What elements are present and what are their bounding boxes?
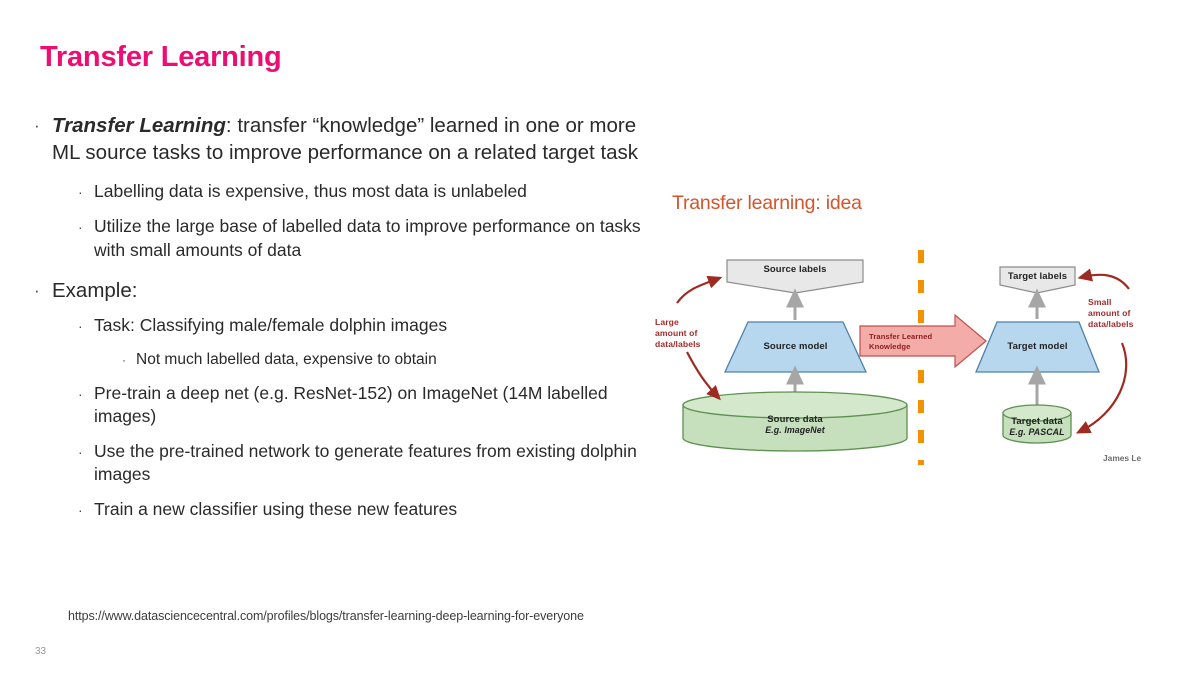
target-labels-box — [999, 266, 1076, 294]
small-data-note-line2: amount of — [1088, 308, 1131, 318]
bullet-glyph: · — [78, 219, 83, 235]
diagram-credit: James Le — [1103, 453, 1142, 463]
transfer-knowledge-label: Transfer Learned Knowledge — [869, 332, 954, 352]
transfer-knowledge-line2: Knowledge — [869, 342, 911, 351]
bullet-glyph: · — [78, 317, 83, 334]
diagram-graphics — [676, 250, 1130, 465]
bullet-glyph: · — [78, 385, 83, 402]
small-data-note-line3: data/labels — [1088, 319, 1134, 329]
small-data-note: Small amount of data/labels — [1088, 297, 1158, 330]
source-model-box — [723, 321, 868, 373]
target-small-data-arrows — [1075, 268, 1130, 434]
transfer-knowledge-line1: Transfer Learned — [869, 332, 933, 341]
page-title: Transfer Learning — [40, 41, 282, 73]
list-item: · Example: — [34, 278, 659, 305]
bullet-glyph: · — [34, 281, 40, 300]
list-item-lead: Transfer Learning — [52, 114, 226, 137]
list-item-text: Task: Classifying male/female dolphin im… — [94, 314, 448, 335]
bullet-glyph: · — [122, 352, 126, 367]
list-item: · Transfer Learning: transfer “knowledge… — [34, 113, 659, 166]
list-item: · Use the pre-trained network to generat… — [78, 440, 659, 487]
large-data-note-line3: data/labels — [655, 339, 701, 349]
source-url[interactable]: https://www.datasciencecentral.com/profi… — [68, 609, 584, 623]
target-model-box — [975, 321, 1100, 373]
bullet-list: · Transfer Learning: transfer “knowledge… — [34, 113, 659, 533]
list-item-text: Pre-train a deep net (e.g. ResNet-152) o… — [94, 382, 608, 427]
source-data-cylinder — [682, 391, 908, 452]
list-item-text: Utilize the large base of labelled data … — [94, 216, 641, 260]
source-labels-box — [726, 259, 864, 294]
bullet-glyph: · — [78, 184, 83, 200]
list-item: · Not much labelled data, expensive to o… — [122, 349, 659, 371]
target-data-cylinder — [1002, 404, 1072, 444]
small-data-note-line1: Small — [1088, 297, 1112, 307]
source-large-data-arrows — [676, 275, 723, 401]
list-item-body: : transfer “knowledge” learned in one or… — [52, 114, 639, 164]
list-item: · Labelling data is expensive, thus most… — [78, 180, 659, 204]
transfer-knowledge-arrow — [859, 313, 987, 369]
transfer-learning-diagram: Transfer learning: idea — [655, 185, 1190, 475]
diagram-title: Transfer learning: idea — [672, 192, 862, 214]
page-number: 33 — [35, 646, 47, 657]
list-item-text: Not much labelled data, expensive to obt… — [136, 350, 437, 368]
list-item: · Utilize the large base of labelled dat… — [78, 215, 659, 262]
list-item: · Pre-train a deep net (e.g. ResNet-152)… — [78, 382, 659, 429]
list-item: · Train a new classifier using these new… — [78, 498, 659, 522]
list-item: · Task: Classifying male/female dolphin … — [78, 314, 659, 338]
large-data-note-line1: Large — [655, 317, 679, 327]
bullet-glyph: · — [78, 443, 83, 460]
list-item-text: Example: — [52, 279, 138, 302]
list-item-text: Transfer Learning: transfer “knowledge” … — [52, 113, 659, 166]
large-data-note: Large amount of data/labels — [655, 317, 715, 350]
list-item-text: Use the pre-trained network to generate … — [94, 440, 637, 485]
list-item-text: Train a new classifier using these new f… — [94, 498, 458, 519]
large-data-note-line2: amount of — [655, 328, 698, 338]
bullet-glyph: · — [34, 116, 40, 135]
bullet-glyph: · — [78, 501, 83, 518]
list-item-text: Labelling data is expensive, thus most d… — [94, 181, 527, 201]
